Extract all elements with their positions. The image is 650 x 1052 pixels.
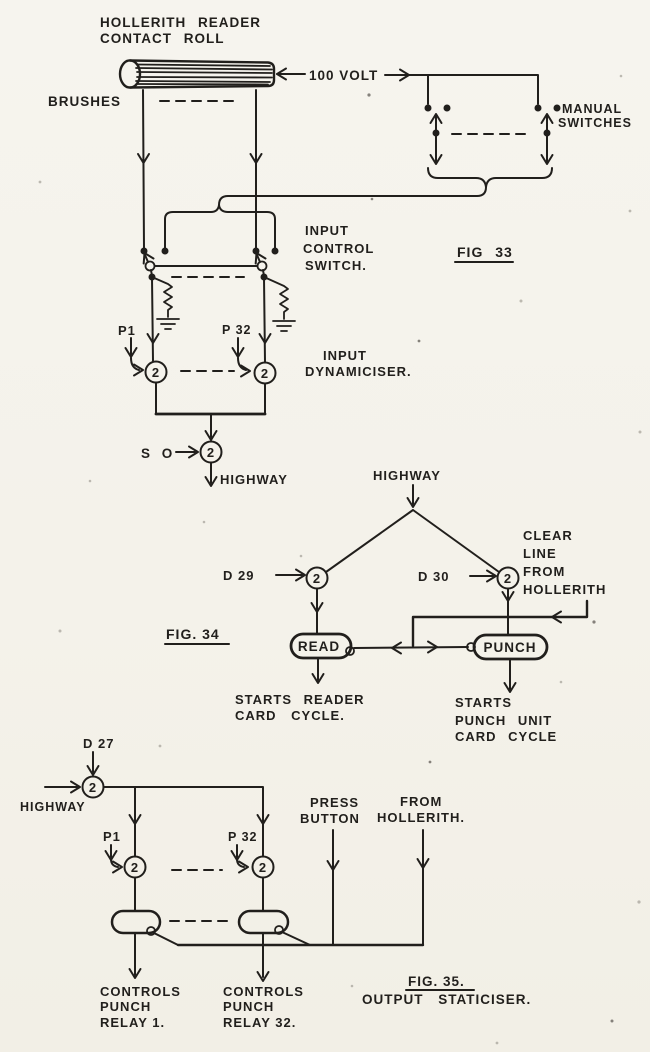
controls-relay1-line3: RELAY 1. bbox=[100, 1015, 165, 1030]
from-hollerith-label-line2: HOLLERITH. bbox=[377, 810, 465, 825]
relay-contact-diagonals bbox=[153, 931, 311, 946]
clear-line-label-line1: CLEAR bbox=[523, 528, 573, 543]
fig34-label: FIG. 34 bbox=[166, 626, 220, 642]
press-button-label-line2: BUTTON bbox=[300, 811, 360, 826]
read-punch-interconnect bbox=[353, 646, 469, 649]
read-label: READ bbox=[298, 639, 340, 654]
contact-roll-symbol bbox=[118, 59, 276, 89]
volt-label: 100 VOLT bbox=[309, 68, 378, 83]
so-label: S O bbox=[141, 446, 176, 461]
starts-reader-line1: STARTS READER bbox=[235, 692, 365, 707]
controls-relay1-line1: CONTROLS bbox=[100, 984, 181, 999]
gate-count: 2 bbox=[89, 780, 97, 795]
fig34-highway-label: HIGHWAY bbox=[373, 468, 441, 483]
fig35: 2 2 2 bbox=[20, 736, 531, 1030]
from-hollerith-label-line1: FROM bbox=[400, 794, 442, 809]
starts-punch-line1: STARTS bbox=[455, 695, 512, 710]
fig35-highway-label: HIGHWAY bbox=[20, 800, 86, 814]
staticiser-gates: 2 2 bbox=[123, 855, 275, 879]
controls-relay32-line1: CONTROLS bbox=[223, 984, 304, 999]
clear-line-label-line2: LINE bbox=[523, 546, 557, 561]
press-button-label-line1: PRESS bbox=[310, 795, 359, 810]
gate-to-relay-lines bbox=[134, 876, 264, 912]
relay-elements bbox=[110, 909, 290, 936]
p1-label: P1 bbox=[103, 829, 121, 844]
gate-count: 2 bbox=[152, 365, 160, 380]
controls-relay32-line3: RELAY 32. bbox=[223, 1015, 296, 1030]
switch-gather-brace bbox=[427, 167, 553, 188]
scan-speckles bbox=[38, 74, 642, 1045]
so-gate-wiring bbox=[175, 413, 212, 484]
fig33-title-line1: HOLLERITH READER bbox=[100, 15, 261, 30]
resistor-to-ground-left bbox=[151, 276, 180, 330]
d30-label: D 30 bbox=[418, 569, 449, 584]
p1-input-line bbox=[130, 337, 140, 371]
p32-label: P 32 bbox=[222, 323, 252, 337]
dynamiciser-input-lines bbox=[151, 277, 266, 363]
gate-count: 2 bbox=[259, 860, 267, 875]
highway-fan-lines bbox=[325, 509, 500, 573]
resistor-to-ground-right bbox=[263, 276, 296, 332]
dynamiciser-label-line2: DYNAMICISER. bbox=[305, 364, 412, 379]
starts-punch-line3: CARD CYCLE bbox=[455, 729, 557, 744]
input-control-switch-symbol bbox=[140, 247, 279, 281]
brushes-label: BRUSHES bbox=[48, 94, 121, 109]
read-unit: READ bbox=[289, 632, 355, 660]
gate-count: 2 bbox=[313, 571, 321, 586]
collector-bus bbox=[155, 381, 266, 415]
punch-label: PUNCH bbox=[483, 640, 536, 655]
so-gate bbox=[199, 440, 223, 464]
d27-label: D 27 bbox=[83, 736, 114, 751]
p32-label: P 32 bbox=[228, 830, 258, 844]
control-switch-fanout-brace bbox=[164, 204, 276, 251]
controls-relay32-line2: PUNCH bbox=[223, 999, 274, 1014]
clear-line-label-line3: FROM bbox=[523, 564, 565, 579]
fig33-title-line2: CONTACT ROLL bbox=[100, 31, 224, 46]
fig34-arrowheads bbox=[295, 497, 562, 693]
p32-input-line bbox=[237, 337, 247, 371]
punch-unit: PUNCH bbox=[466, 633, 549, 661]
gate-count: 2 bbox=[504, 571, 512, 586]
fig34: 2 2 READ PUNCH bbox=[164, 468, 606, 744]
distribution-line bbox=[102, 786, 264, 857]
gate-count: 2 bbox=[261, 366, 269, 381]
manual-switches-label-line1: MANUAL bbox=[562, 102, 622, 116]
gather-line bbox=[218, 186, 487, 206]
gate-count: 2 bbox=[207, 445, 215, 460]
gate-count: 2 bbox=[131, 860, 139, 875]
volt-feed-line bbox=[276, 73, 539, 105]
clear-line bbox=[411, 599, 589, 648]
starts-reader-line2: CARD CYCLE. bbox=[235, 708, 345, 723]
fig33-label: FIG 33 bbox=[457, 244, 513, 260]
fig33-highway-label: HIGHWAY bbox=[220, 472, 288, 487]
input-control-label-line1: INPUT bbox=[305, 223, 349, 238]
relay-output-lines bbox=[134, 932, 264, 978]
clear-line-label-line4: HOLLERITH bbox=[523, 582, 606, 597]
controls-relay1-line2: PUNCH bbox=[100, 999, 151, 1014]
p1-label: P1 bbox=[118, 323, 136, 338]
d29-label: D 29 bbox=[223, 568, 254, 583]
fig35-label: FIG. 35. bbox=[408, 974, 465, 989]
fig35-arrowheads bbox=[70, 765, 430, 982]
starts-punch-line2: PUNCH UNIT bbox=[455, 713, 552, 728]
fig35-caption: OUTPUT STATICISER. bbox=[362, 992, 531, 1007]
manual-switches-label-line2: SWITCHES bbox=[558, 116, 632, 130]
brush-lines bbox=[142, 89, 257, 250]
dynamiciser-gates: 2 2 bbox=[144, 360, 277, 385]
input-control-label-line3: SWITCH. bbox=[305, 258, 367, 273]
fig33: 2 2 2 bbox=[48, 15, 632, 487]
input-control-label-line2: CONTROL bbox=[303, 241, 374, 256]
dynamiciser-label-line1: INPUT bbox=[323, 348, 367, 363]
manual-switches-symbol bbox=[424, 104, 561, 163]
